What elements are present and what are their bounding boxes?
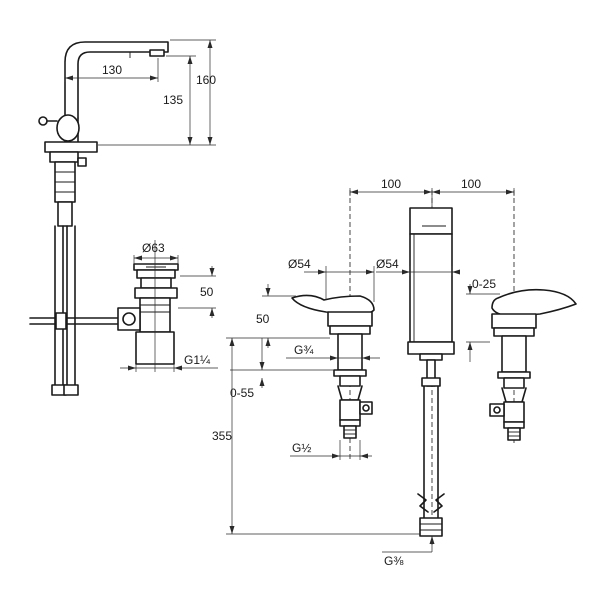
dim-label-100-left: 100: [381, 177, 401, 191]
dim-g12: G½: [290, 440, 372, 460]
spout-head: [409, 207, 453, 235]
dim-d54-left: Ø54: [288, 257, 375, 302]
dim-label-50-handle: 50: [256, 312, 270, 326]
spout-aerator: [149, 49, 165, 57]
dim-g114: G1¼: [120, 353, 218, 372]
dim-label-d54-left: Ø54: [288, 257, 311, 271]
dim-130: 130: [64, 58, 159, 82]
dim-0-55: 0-55: [230, 338, 334, 400]
dim-label-160: 160: [196, 73, 216, 87]
dim-160: 160: [98, 39, 216, 146]
right-valve: [489, 288, 577, 441]
drain-assembly: [117, 240, 179, 372]
dim-label-50-drain: 50: [200, 285, 214, 299]
dim-g34: G¾: [286, 343, 380, 362]
dim-100-left: 100: [349, 177, 433, 206]
dim-100-right: 100: [432, 177, 515, 196]
dim-355: 355: [212, 337, 420, 535]
dim-50-handle: 50: [256, 284, 330, 348]
dim-label-g38: G⅜: [384, 554, 404, 568]
dim-d63: Ø63: [133, 241, 179, 266]
dim-label-g114: G1¼: [184, 353, 211, 367]
lever-pin: [38, 116, 48, 126]
dim-label-355: 355: [212, 429, 232, 443]
dim-label-130: 130: [102, 63, 122, 77]
dim-0-25: 0-25: [466, 277, 500, 362]
faucet-side-view: [29, 41, 169, 396]
right-fitting: [507, 427, 521, 441]
dim-g38: G⅜: [382, 536, 435, 568]
spout-body: [409, 233, 453, 343]
dim-label-d54-spout: Ø54: [376, 257, 399, 271]
dim-50-drain: 50: [178, 266, 216, 318]
dim-label-d63: Ø63: [142, 241, 165, 255]
supply-hose: [54, 225, 76, 386]
faucet-base: [44, 141, 98, 153]
dim-label-g12: G½: [292, 441, 311, 455]
middle-spout: [407, 207, 455, 537]
spout-outline: [64, 41, 169, 119]
left-valve: [291, 294, 375, 439]
dim-label-0-55: 0-55: [230, 386, 254, 400]
dim-d54-spout: Ø54: [376, 257, 460, 276]
dim-label-135: 135: [163, 93, 183, 107]
dim-label-g34: G¾: [294, 343, 314, 357]
dim-135: 135: [163, 55, 196, 145]
dim-label-100-right: 100: [461, 177, 481, 191]
lever-handle: [56, 114, 80, 142]
right-lever: [491, 288, 577, 317]
dim-label-0-25: 0-25: [472, 277, 496, 291]
left-fitting: [343, 425, 357, 439]
spout-connector: [419, 517, 443, 537]
